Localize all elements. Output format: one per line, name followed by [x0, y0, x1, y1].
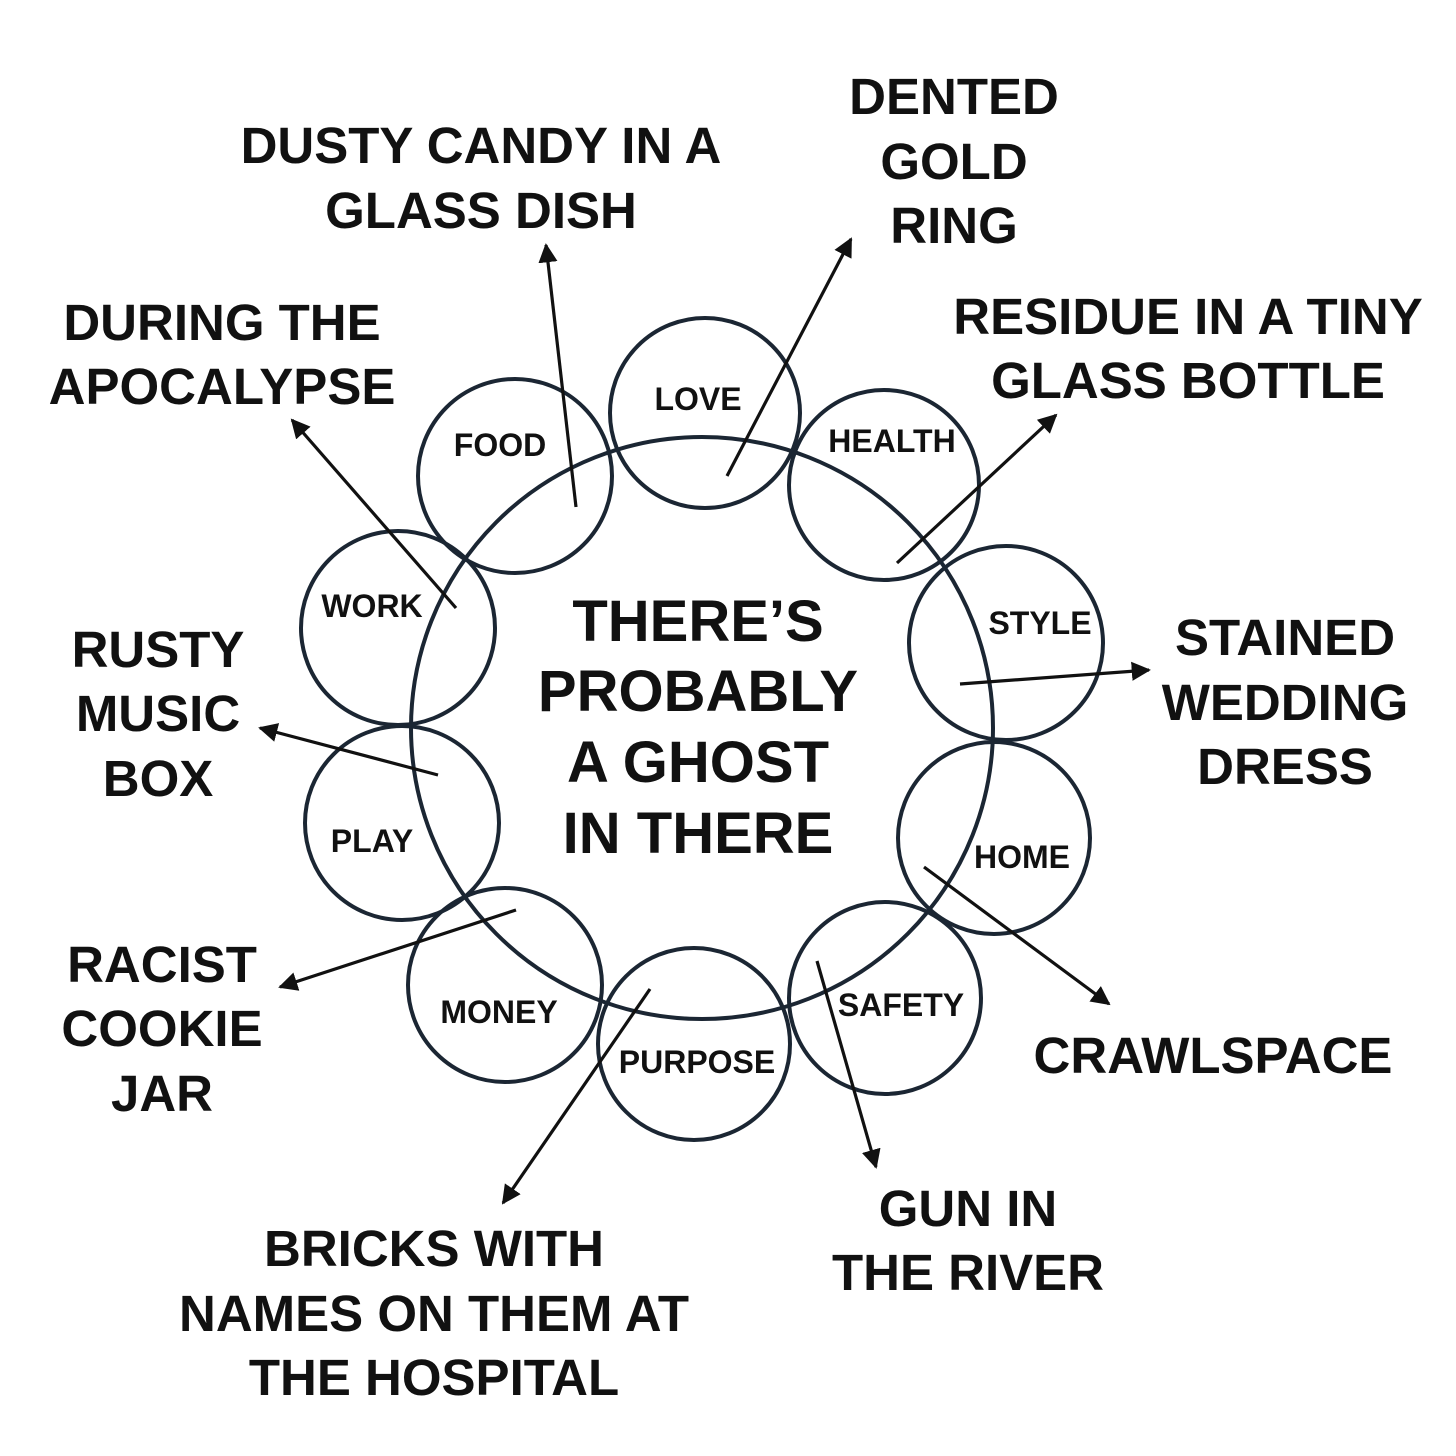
- center-line-3: A GHOST: [567, 730, 829, 795]
- circle-label-health: HEALTH: [828, 423, 955, 459]
- circle-label-money: MONEY: [440, 994, 557, 1030]
- arrow-work: [290, 418, 458, 610]
- annotation-health-line-1: RESIDUE IN A TINY: [953, 288, 1422, 345]
- arrow-love: [725, 237, 853, 477]
- annotation-play: RUSTY MUSIC BOX: [72, 621, 245, 807]
- arrow-money: [278, 908, 517, 991]
- annotation-health-line-2: GLASS BOTTLE: [991, 352, 1385, 409]
- circle-work: [299, 529, 497, 727]
- annotation-food: DUSTY CANDY IN A GLASS DISH: [241, 117, 722, 239]
- annotation-style-line-2: WEDDING: [1162, 674, 1408, 731]
- annotation-love-line-2: GOLD: [880, 133, 1027, 190]
- circle-label-play: PLAY: [331, 823, 413, 859]
- annotation-work-line-1: DURING THE: [63, 294, 380, 351]
- center-line-2: PROBABLY: [538, 659, 858, 724]
- annotation-style-line-1: STAINED: [1175, 609, 1395, 666]
- arrow-food: [538, 243, 578, 508]
- center-line-4: IN THERE: [563, 801, 834, 866]
- circle-label-food: FOOD: [454, 427, 546, 463]
- arrow-home: [923, 865, 1111, 1006]
- annotation-money-line-1: RACIST: [67, 936, 257, 993]
- annotation-purpose-line-1: BRICKS WITH: [264, 1220, 604, 1277]
- annotation-health: RESIDUE IN A TINY GLASS BOTTLE: [953, 288, 1422, 409]
- annotation-food-line-2: GLASS DISH: [325, 182, 637, 239]
- circle-money: [406, 886, 604, 1084]
- annotation-play-line-2: MUSIC: [76, 685, 240, 742]
- center-ring: [409, 435, 995, 1021]
- circle-label-work: WORK: [321, 588, 422, 624]
- annotation-home: CRAWLSPACE: [1034, 1027, 1393, 1084]
- annotation-work: DURING THE APOCALYPSE: [49, 294, 396, 415]
- center-line-1: THERE’S: [572, 589, 823, 654]
- annotation-food-line-1: DUSTY CANDY IN A: [241, 117, 722, 174]
- circle-style: [907, 544, 1105, 742]
- arrow-safety: [815, 960, 881, 1169]
- annotation-work-line-2: APOCALYPSE: [49, 358, 396, 415]
- annotation-purpose: BRICKS WITH NAMES ON THEM AT THE HOSPITA…: [179, 1220, 689, 1406]
- annotation-play-line-3: BOX: [103, 750, 214, 807]
- circle-home: [896, 740, 1092, 936]
- annotation-love-line-3: RING: [890, 197, 1018, 254]
- circle-label-style: STYLE: [988, 605, 1091, 641]
- annotation-love-line-1: DENTED: [849, 68, 1059, 125]
- circle-label-home: HOME: [974, 839, 1070, 875]
- annotation-money-line-3: JAR: [111, 1065, 213, 1122]
- annotation-money: RACIST COOKIE JAR: [61, 936, 262, 1122]
- circle-safety: [787, 900, 983, 1096]
- annotation-purpose-line-3: THE HOSPITAL: [249, 1349, 619, 1406]
- annotation-love: DENTED GOLD RING: [849, 68, 1059, 254]
- arrow-health: [895, 413, 1058, 565]
- circle-health: [787, 388, 981, 582]
- annotation-safety: GUN IN THE RIVER: [832, 1180, 1104, 1301]
- circle-label-safety: SAFETY: [838, 987, 964, 1023]
- circle-label-love: LOVE: [654, 381, 741, 417]
- circle-food: [416, 377, 614, 575]
- arrow-play: [258, 723, 439, 777]
- annotation-safety-line-1: GUN IN: [879, 1180, 1058, 1237]
- annotation-play-line-1: RUSTY: [72, 621, 245, 678]
- annotation-style: STAINED WEDDING DRESS: [1162, 609, 1408, 795]
- annotation-money-line-2: COOKIE: [61, 1000, 262, 1057]
- circle-purpose: [596, 946, 792, 1142]
- circle-love: [608, 316, 802, 510]
- arrow-purpose: [501, 988, 652, 1205]
- annotation-home-line-1: CRAWLSPACE: [1034, 1027, 1393, 1084]
- annotation-safety-line-2: THE RIVER: [832, 1244, 1104, 1301]
- annotation-style-line-3: DRESS: [1197, 738, 1373, 795]
- circle-label-purpose: PURPOSE: [619, 1044, 775, 1080]
- arrow-style: [959, 661, 1151, 686]
- annotation-purpose-line-2: NAMES ON THEM AT: [179, 1285, 689, 1342]
